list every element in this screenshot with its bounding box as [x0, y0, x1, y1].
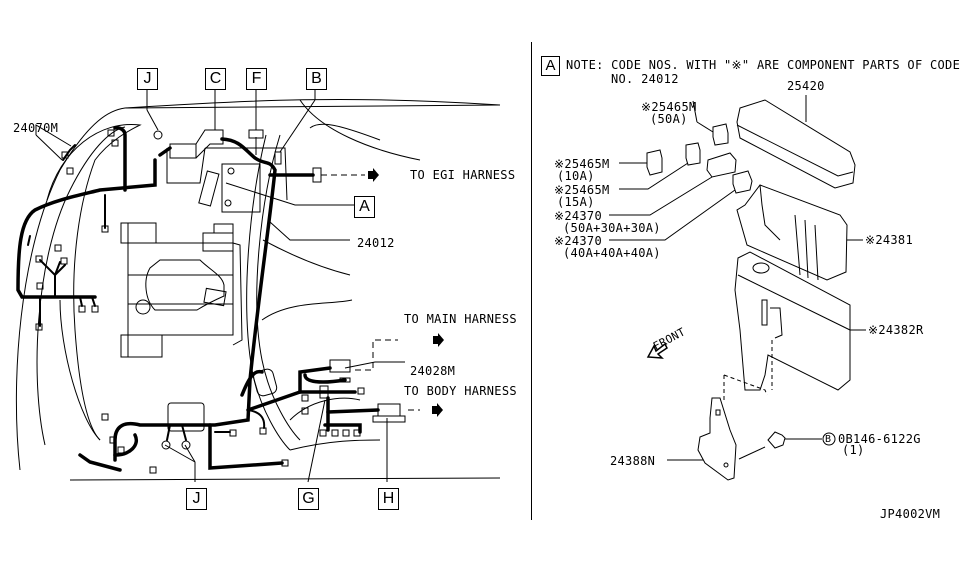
body-outline	[69, 477, 501, 481]
destination-main-harness: TO MAIN HARNESS	[404, 312, 517, 326]
harness-main	[16, 158, 157, 299]
body-outline	[15, 98, 501, 471]
engine-detail	[145, 259, 225, 311]
part-spec-15a: (15A)	[557, 195, 595, 209]
body-outline	[36, 126, 126, 446]
battery	[221, 163, 261, 213]
fuse-block-24381	[736, 184, 848, 281]
fuse-cover-25420	[736, 99, 856, 189]
fuse-50a	[712, 123, 729, 146]
part-spec-40-40-40: (40A+40A+40A)	[563, 246, 661, 260]
part-label-24028M[interactable]: 24028M	[410, 364, 456, 378]
part-label-25420[interactable]: 25420	[787, 79, 825, 93]
arrow-egi-icon	[368, 168, 379, 182]
connector-f	[248, 129, 264, 139]
callout-box-c[interactable]: C	[205, 68, 226, 90]
connector-main	[329, 359, 351, 373]
part-label-24381[interactable]: ※24381	[865, 233, 913, 247]
fender-line	[46, 123, 142, 441]
part-label-24370-b[interactable]: ※24370	[554, 234, 602, 248]
section-box-a: A	[541, 56, 560, 76]
panel-divider	[531, 42, 532, 520]
engine-block	[127, 242, 234, 336]
fuse-10a	[646, 149, 663, 176]
callout-box-j-top[interactable]: J	[137, 68, 158, 90]
connector-body	[377, 403, 401, 417]
fender-line	[59, 299, 101, 441]
part-label-24382R[interactable]: ※24382R	[868, 323, 924, 337]
destination-body-harness: TO BODY HARNESS	[404, 384, 517, 398]
body-outline	[124, 104, 501, 109]
strut-line	[246, 134, 291, 451]
arrow-main-icon	[433, 333, 444, 347]
front-arrow-icon	[646, 342, 668, 359]
fuse-15a	[685, 142, 701, 166]
destination-egi-harness: TO EGI HARNESS	[410, 168, 516, 182]
part-label-25465M-50a[interactable]: ※25465M	[641, 100, 697, 114]
strut-line	[289, 439, 381, 451]
bolt-marker	[822, 432, 836, 446]
strut-line	[261, 299, 353, 321]
bolt-marker-label: B	[825, 434, 832, 445]
callout-box-g[interactable]: G	[298, 488, 319, 510]
callout-box-f[interactable]: F	[246, 68, 267, 90]
part-label-25465M-15a[interactable]: ※25465M	[554, 183, 610, 197]
note-line-1: NOTE: CODE NOS. WITH "※" ARE COMPONENT P…	[566, 58, 961, 72]
part-label-24012[interactable]: 24012	[357, 236, 395, 250]
bracket-24388N	[697, 397, 737, 481]
part-spec-10a: (10A)	[557, 169, 595, 183]
part-label-24370-a[interactable]: ※24370	[554, 209, 602, 223]
note-line-2: NO. 24012	[611, 72, 679, 86]
bolt	[767, 431, 786, 449]
diagram-id: JP4002VM	[880, 507, 941, 521]
connector-b	[274, 151, 282, 165]
callout-box-h[interactable]: H	[378, 488, 399, 510]
callout-box-j-bottom[interactable]: J	[186, 488, 207, 510]
callout-box-a[interactable]: A	[354, 196, 375, 218]
fuse-link-50-30-30	[706, 152, 737, 178]
connector-c	[169, 143, 197, 159]
part-label-24388N[interactable]: 24388N	[610, 454, 656, 468]
strut-line	[256, 134, 301, 441]
strut-line	[309, 123, 381, 141]
fuse-base-24382R	[734, 251, 851, 391]
arrow-body-icon	[432, 403, 443, 417]
part-label-25465M-10a[interactable]: ※25465M	[554, 157, 610, 171]
strut-line	[262, 239, 351, 276]
part-label-bolt[interactable]: 0B146-6122G	[838, 432, 921, 446]
part-spec-50-30-30: (50A+30A+30A)	[563, 221, 661, 235]
part-label-24070M[interactable]: 24070M	[13, 121, 59, 135]
bolt-qty: (1)	[842, 443, 865, 457]
part-spec-50a: (50A)	[650, 112, 688, 126]
strut-line	[299, 99, 421, 161]
fuse-link-40-40-40	[732, 170, 753, 194]
callout-box-b[interactable]: B	[306, 68, 327, 90]
